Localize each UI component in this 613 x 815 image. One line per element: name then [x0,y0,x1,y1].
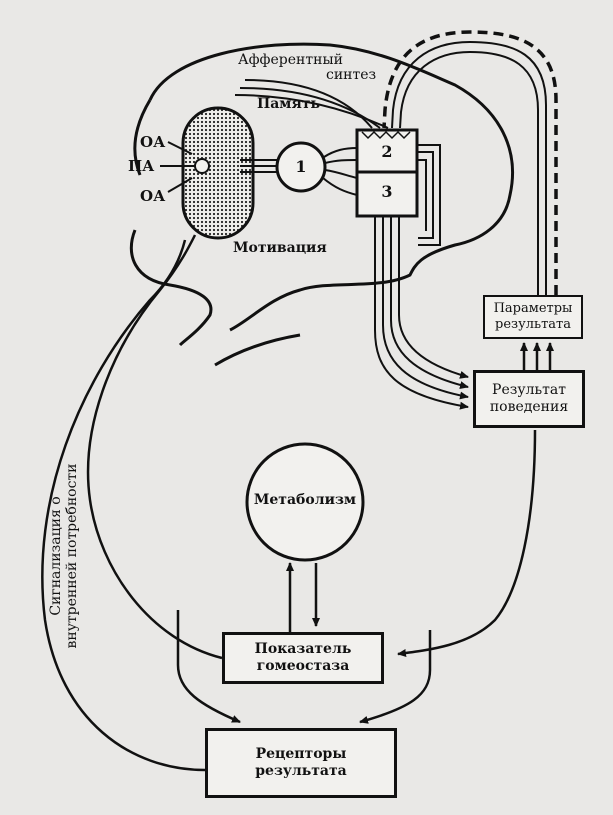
block-2-label: 2 [381,142,393,161]
block-3-label: 3 [381,182,393,201]
brain-outline [148,42,515,332]
receptors-line1: Рецепторы [255,746,347,763]
block-1-circle [275,141,327,193]
afferent-line1: Афферентный [238,52,343,68]
brain-front-contour [133,99,152,176]
signal-line1: Сигнализация о [48,496,64,616]
homeostasis-line1: Показатель [254,641,352,658]
signal-line2: внутренней потребности [64,463,80,649]
feedback-dashed-outer [382,30,558,295]
homeostasis-line2: гомеостаза [256,658,350,674]
metabolism-circle [245,442,365,562]
params-line1: Параметры [493,301,573,317]
oa-bottom-label: ОА [140,187,166,205]
receptors-box: Рецепторы результата [205,728,397,798]
behavior-box: Результат поведения [473,370,585,428]
receptors-line2: результата [255,763,347,779]
homeostasis-box: Показатель гомеостаза [222,632,384,684]
params-box: Параметры результата [483,295,583,339]
behavior-line1: Результат [492,382,566,399]
oa-bottom-pointer [167,177,193,193]
afferent-line2: синтез [326,67,377,83]
oa-top-label: ОА [140,133,166,151]
pa-label: ПА [128,157,155,175]
brain-stem-line [214,333,301,367]
signal-label: Сигнализация о внутренней потребности [48,456,80,656]
metabolism-label: Метаболизм [253,492,357,508]
pa-node [194,158,210,174]
oa-top-pointer [167,141,193,155]
block-1-label: 1 [295,157,307,176]
afferent-synthesis-label: Афферентный синтез [238,53,376,83]
brain-lower-contour [129,229,213,347]
motivation-label: Мотивация [233,240,327,256]
memory-label: Память [257,96,320,112]
params-line2: результата [495,317,571,332]
behavior-line2: поведения [489,399,569,415]
